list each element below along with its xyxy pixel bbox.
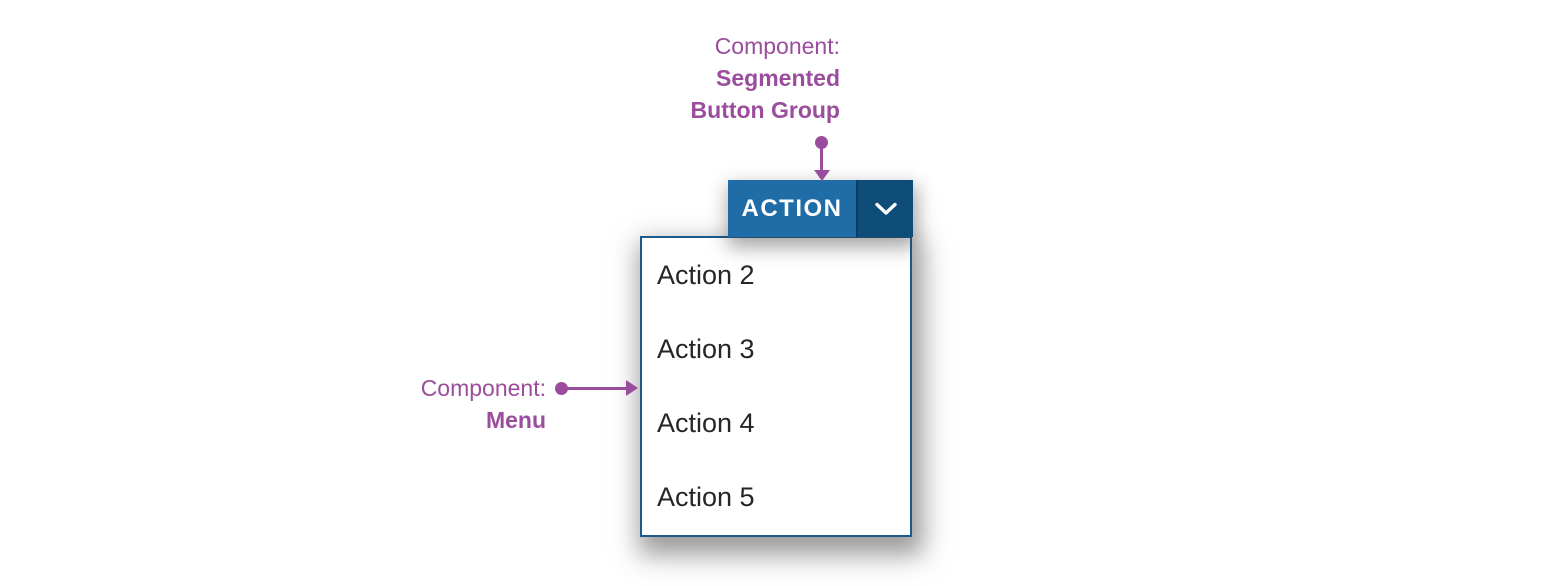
connector-line xyxy=(820,147,823,171)
annotation-prefix: Component: xyxy=(420,375,546,401)
action-menu: Action 2 Action 3 Action 4 Action 5 xyxy=(640,236,912,537)
dropdown-toggle-button[interactable] xyxy=(856,180,913,237)
connector-dot xyxy=(555,382,568,395)
annotation-prefix: Component: xyxy=(714,33,840,59)
annotation-segmented-button-group: Component: Segmented Button Group xyxy=(560,30,840,126)
menu-item-action-5[interactable]: Action 5 xyxy=(642,460,910,535)
chevron-down-icon xyxy=(874,202,898,216)
connector-dot xyxy=(815,136,828,149)
menu-item-action-3[interactable]: Action 3 xyxy=(642,312,910,387)
arrow-right-icon xyxy=(626,380,638,396)
annotation-component-name: Menu xyxy=(485,407,546,433)
connector-line xyxy=(566,387,628,390)
action-button[interactable]: ACTION xyxy=(728,180,856,237)
menu-item-action-4[interactable]: Action 4 xyxy=(642,386,910,461)
annotation-component-name-line1: Segmented xyxy=(716,65,840,91)
menu-item-action-2[interactable]: Action 2 xyxy=(642,238,910,313)
annotation-component-name-line2: Button Group xyxy=(690,97,840,123)
segmented-button-group: ACTION xyxy=(728,180,913,237)
arrow-down-icon xyxy=(814,170,830,181)
annotation-menu: Component: Menu xyxy=(266,372,546,436)
